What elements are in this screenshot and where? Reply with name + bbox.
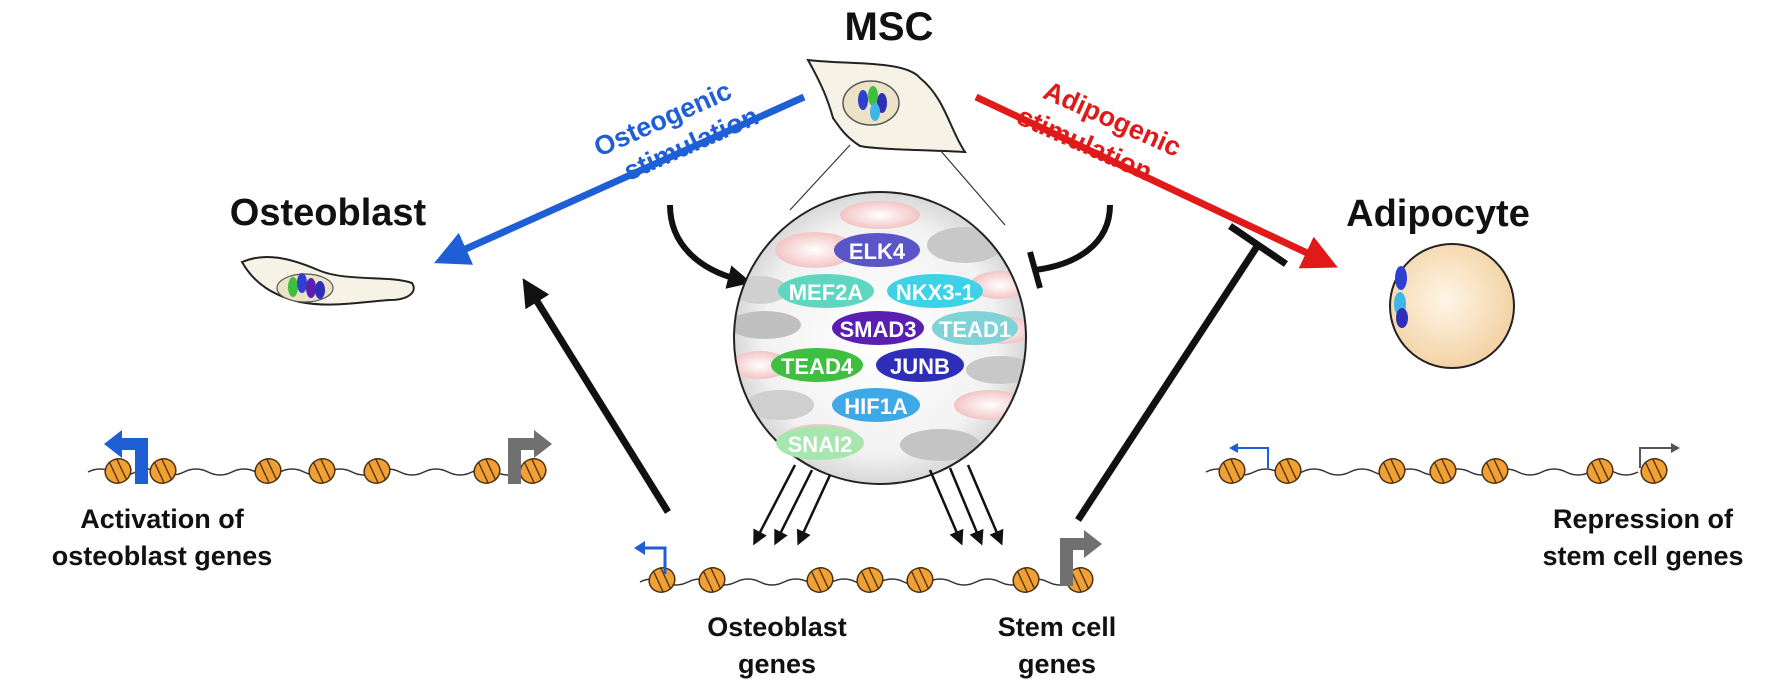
factor-oval: HIF1A xyxy=(832,388,920,422)
osteoblast-gene-promoter-small xyxy=(634,541,667,574)
factor-oval: TEAD4 xyxy=(771,348,863,382)
dna-strand-right xyxy=(1205,468,1639,476)
osteoblast-title: Osteoblast xyxy=(230,192,427,234)
factor-oval: TEAD1 xyxy=(932,311,1018,345)
factor-hif1a xyxy=(832,388,920,422)
nucleosome xyxy=(104,458,132,484)
factor-oval: SMAD3 xyxy=(832,311,924,345)
factor-snai2-label: SNAI2 xyxy=(788,432,853,457)
osteoblast-genes-caption-line2: genes xyxy=(738,649,816,679)
adipogenic-inhibition-bar xyxy=(1027,251,1043,289)
stem-gene-promoter-large-gray xyxy=(508,430,552,484)
zoom-line-right xyxy=(939,149,1006,226)
factor-oval: NKX3-1 xyxy=(887,274,983,308)
factor-mef2a xyxy=(778,274,874,308)
osteoblast-cell xyxy=(240,256,415,306)
adipocyte-cell xyxy=(1389,243,1515,369)
repression-caption-line1: Repression of xyxy=(1553,504,1734,534)
osteoblast-gene-promoter-large xyxy=(104,430,148,484)
msc-cell xyxy=(806,58,967,154)
activation-caption-line1: Activation of xyxy=(80,504,245,534)
msc-title: MSC xyxy=(845,5,934,49)
factor-tead1-label: TEAD1 xyxy=(939,317,1011,342)
factor-nkx3-1 xyxy=(887,274,983,308)
nucleosome xyxy=(473,458,501,484)
factor-smad3 xyxy=(832,311,924,345)
nucleosome xyxy=(806,567,834,593)
adipocyte-title: Adipocyte xyxy=(1346,193,1530,235)
factor-oval: MEF2A xyxy=(778,274,874,308)
stem-gene-promoter-center-gray xyxy=(1060,530,1102,586)
nucleosome xyxy=(856,567,884,593)
nucleosome xyxy=(1066,567,1094,593)
repression-bar-to-adipogenic xyxy=(1075,243,1261,522)
factor-junb xyxy=(876,348,964,382)
nucleosomes xyxy=(104,458,1668,593)
binding-arrows xyxy=(753,464,1004,546)
nucleosome xyxy=(308,458,336,484)
nucleosome xyxy=(1429,458,1457,484)
repression-bar-head xyxy=(1228,223,1288,267)
nucleosome xyxy=(363,458,391,484)
nucleosome xyxy=(1378,458,1406,484)
nucleosome xyxy=(698,567,726,593)
factor-oval: SNAI2 xyxy=(776,426,864,460)
repression-caption-line2: stem cell genes xyxy=(1542,541,1743,571)
adipogenic-arrow xyxy=(974,93,1338,269)
factor-elk4 xyxy=(834,233,920,267)
osteoblast-genes-caption-line1: Osteoblast xyxy=(707,612,847,642)
osteogenic-arrow xyxy=(434,93,806,265)
nucleosome xyxy=(1274,458,1302,484)
factor-elk4-label: ELK4 xyxy=(849,239,906,264)
osteogenic-activation-curve xyxy=(667,204,752,289)
nucleosome xyxy=(519,458,547,484)
nucleosome xyxy=(149,458,177,484)
factor-tead4-label: TEAD4 xyxy=(781,354,854,379)
zoom-line-left xyxy=(789,144,851,211)
factor-smad3-label: SMAD3 xyxy=(839,317,916,342)
factor-oval: ELK4 xyxy=(834,233,920,267)
nucleosome xyxy=(254,458,282,484)
nucleosome xyxy=(1640,458,1668,484)
stem-genes-caption-line2: genes xyxy=(1018,649,1096,679)
factor-oval: JUNB xyxy=(876,348,964,382)
stem-genes-caption-line1: Stem cell xyxy=(998,612,1117,642)
factor-junb-label: JUNB xyxy=(890,354,950,379)
factor-tead1 xyxy=(932,311,1018,345)
nucleosome xyxy=(906,567,934,593)
factor-hif1a-label: HIF1A xyxy=(844,394,908,419)
nucleosome xyxy=(1586,458,1614,484)
factor-mef2a-label: MEF2A xyxy=(789,280,864,305)
activation-arrow-to-osteoblast xyxy=(522,278,671,514)
factor-snai2 xyxy=(776,426,864,460)
nucleosome xyxy=(1012,567,1040,593)
osteoblast-gene-promoter-thin xyxy=(1229,443,1269,468)
adipogenic-inhibition-curve xyxy=(1034,204,1113,273)
factor-nkx3-1-label: NKX3-1 xyxy=(896,280,974,305)
nucleosome xyxy=(648,567,676,593)
nucleosome xyxy=(1218,458,1246,484)
stem-gene-promoter-thin xyxy=(1639,443,1680,468)
nucleosome xyxy=(1481,458,1509,484)
factor-tead4 xyxy=(771,348,863,382)
activation-caption-line2: osteoblast genes xyxy=(52,541,273,571)
